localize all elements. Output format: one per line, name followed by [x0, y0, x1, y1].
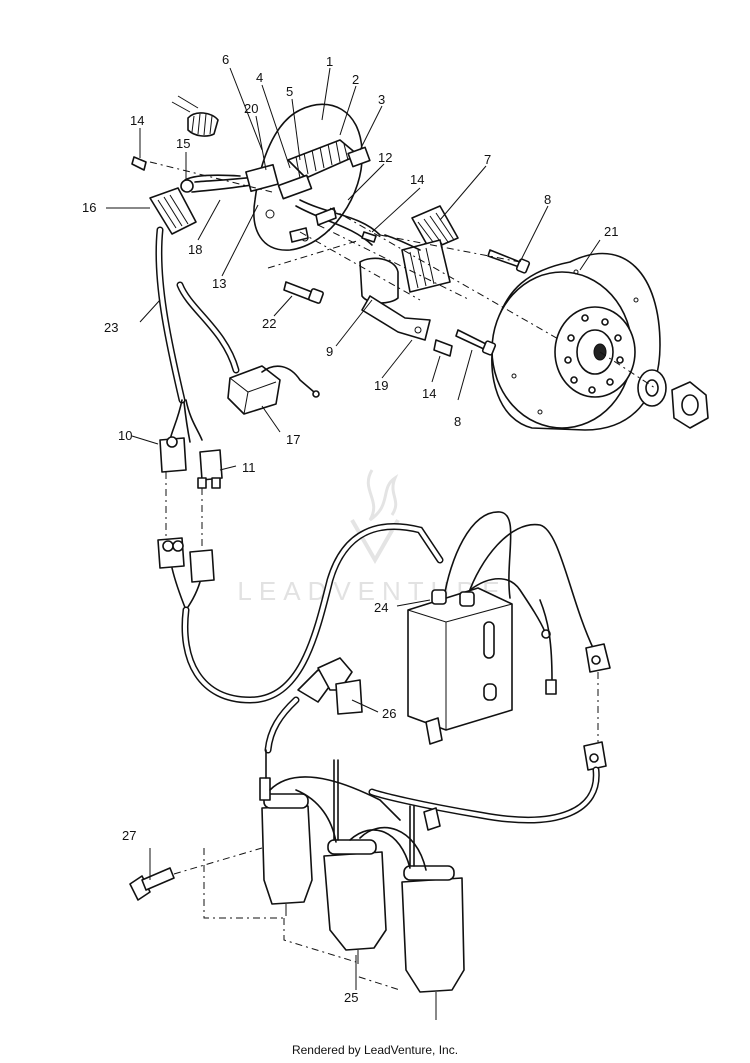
coil-bolt [129, 847, 401, 991]
callout-labels: 1 2 3 4 5 6 7 8 8 9 10 11 12 13 14 14 14… [82, 52, 618, 1005]
right-connectors [368, 643, 611, 824]
callout-20: 20 [244, 101, 258, 116]
callout-3: 3 [378, 92, 385, 107]
callout-11: 11 [242, 460, 256, 475]
callout-25: 25 [344, 990, 358, 1005]
flywheel [491, 252, 661, 431]
callout-26: 26 [382, 706, 396, 721]
callout-21: 21 [604, 224, 618, 239]
callout-19: 19 [374, 378, 388, 393]
callout-4: 4 [256, 70, 263, 85]
regulator-assembly [359, 205, 459, 341]
alignment-lines [149, 161, 656, 389]
callout-23: 23 [104, 320, 118, 335]
watermark: LEADVENTURE [237, 469, 500, 606]
footer-credit: Rendered by LeadVenture, Inc. [291, 1043, 459, 1057]
callout-7: 7 [484, 152, 491, 167]
plug-cap [264, 657, 363, 754]
relay [176, 281, 320, 415]
callout-27: 27 [122, 828, 136, 843]
callout-2: 2 [352, 72, 359, 87]
cdi-unit [407, 587, 513, 731]
callout-9: 9 [326, 344, 333, 359]
callout-5: 5 [286, 84, 293, 99]
washer-and-nut [637, 369, 709, 429]
callout-16: 16 [82, 200, 96, 215]
callout-6: 6 [222, 52, 229, 67]
ignition-coils [259, 749, 465, 1020]
callout-18: 18 [188, 242, 202, 257]
callout-12: 12 [378, 150, 392, 165]
callout-13: 13 [212, 276, 226, 291]
grommet-part [171, 95, 219, 137]
clip-parts [423, 717, 443, 831]
callout-8a: 8 [544, 192, 551, 207]
callout-8b: 8 [454, 414, 461, 429]
callout-10: 10 [118, 428, 132, 443]
bolts [131, 156, 531, 357]
stator-assembly [191, 103, 381, 251]
callout-14a: 14 [130, 113, 144, 128]
callout-24: 24 [374, 600, 388, 615]
callout-15: 15 [176, 136, 190, 151]
leader-lines [106, 67, 601, 990]
watermark-flame-icon [366, 469, 399, 522]
callout-14c: 14 [422, 386, 436, 401]
callout-14b: 14 [410, 172, 424, 187]
main-harness [155, 226, 223, 611]
callout-1: 1 [326, 54, 333, 69]
harness-connector [149, 174, 241, 235]
callout-22: 22 [262, 316, 276, 331]
callout-17: 17 [286, 432, 300, 447]
cdi-wiring [181, 511, 595, 704]
